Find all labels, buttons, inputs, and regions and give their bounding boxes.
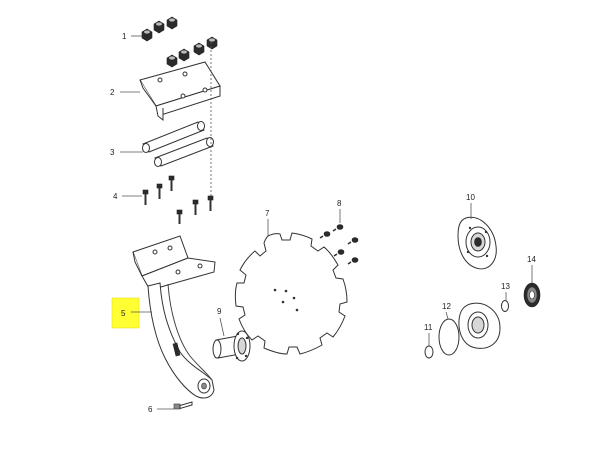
- callout-8: 8: [337, 199, 342, 208]
- callout-12: 12: [442, 302, 451, 311]
- bolt-icon: [176, 209, 183, 224]
- bolt-icon: [168, 175, 175, 191]
- seal-housing: [458, 302, 501, 349]
- part-7-notched-disc[interactable]: [234, 232, 348, 355]
- callout-2: 2: [110, 88, 115, 97]
- part-3-pins[interactable]: [142, 121, 214, 167]
- part-10-bearing-hub[interactable]: [457, 216, 497, 270]
- bolt-icon: [192, 199, 199, 215]
- callout-6: 6: [148, 405, 153, 414]
- part-8-bolts[interactable]: [319, 224, 359, 265]
- nut-icon: [193, 42, 205, 56]
- bolt-icon: [156, 183, 163, 199]
- bolt-icon: [332, 224, 344, 232]
- bolt-icon: [207, 42, 214, 211]
- nut-icon: [166, 16, 178, 30]
- callout-7: 7: [265, 209, 270, 218]
- callout-5: 5: [121, 309, 126, 318]
- part-4-bolts[interactable]: [142, 42, 214, 224]
- nut-icon: [141, 28, 153, 42]
- bolt-icon: [319, 231, 331, 239]
- bolt-icon: [347, 237, 359, 245]
- part-2-upper-bracket[interactable]: [139, 61, 221, 122]
- callout-9: 9: [217, 307, 222, 316]
- nut-icon: [166, 54, 178, 68]
- nut-icon: [178, 48, 190, 62]
- callout-10: 10: [466, 193, 475, 202]
- bolt-icon: [333, 249, 345, 257]
- bolt-icon: [142, 189, 149, 205]
- part-1-nuts[interactable]: [141, 16, 218, 68]
- part-12-o-ring[interactable]: [438, 318, 460, 356]
- callout-4: 4: [113, 192, 118, 201]
- part-9-hub[interactable]: [212, 330, 251, 362]
- callout-3: 3: [110, 148, 115, 157]
- callout-14: 14: [527, 255, 536, 264]
- part-11-ring[interactable]: [424, 345, 434, 359]
- bolt-icon: [347, 257, 359, 265]
- callout-1: 1: [122, 32, 127, 41]
- part-13-ring[interactable]: [501, 300, 509, 312]
- callout-13: 13: [501, 282, 510, 291]
- callout-11: 11: [424, 323, 433, 332]
- nut-icon: [206, 36, 218, 50]
- part-5-arm[interactable]: [132, 235, 216, 399]
- nut-icon: [153, 20, 165, 34]
- part-6-bolt[interactable]: [173, 401, 193, 410]
- callout-5-highlight: [111, 297, 140, 329]
- part-14-bearing[interactable]: [523, 282, 541, 308]
